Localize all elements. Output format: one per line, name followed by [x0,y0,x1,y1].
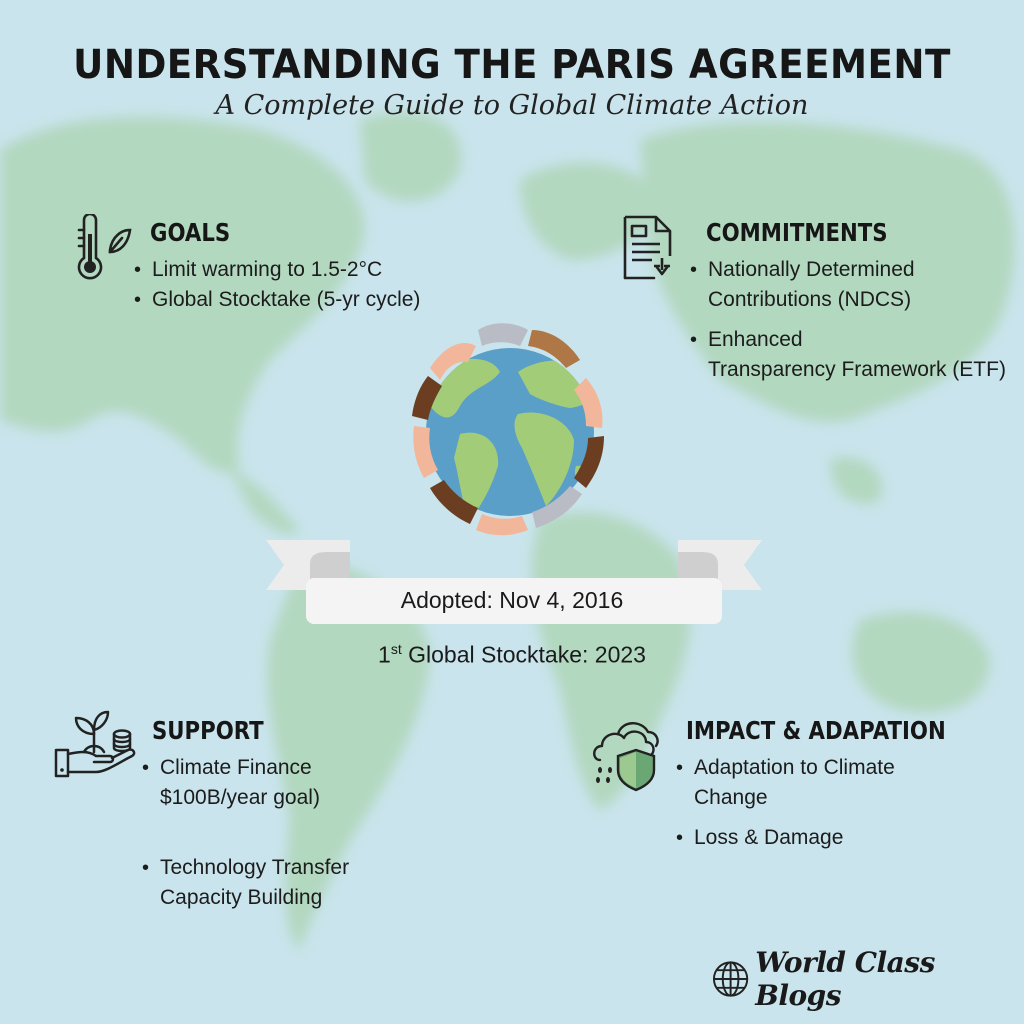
commitments-section: COMMITMENTS Nationally DeterminedContrib… [690,218,1006,385]
thermometer-leaf-icon [77,214,132,280]
brand-name: World Class Blogs [755,946,935,1012]
adopted-date: Adopted: Nov 4, 2016 [400,587,624,613]
support-section: SUPPORT Climate Finance$100B/year goal) … [142,716,349,913]
support-list: Climate Finance$100B/year goal) Technolo… [138,753,349,913]
goals-list: Limit warming to 1.5-2°C Global Stocktak… [130,255,420,315]
globe-with-hands-icon [412,323,604,536]
brand-logo[interactable]: World Class Blogs [712,946,1024,1012]
cloud-rain-shield-icon [593,722,659,792]
goals-item: Global Stocktake (5-yr cycle) [130,285,420,315]
support-heading: SUPPORT [152,716,264,745]
goals-heading: GOALS [150,218,231,247]
support-item: Climate Finance$100B/year goal) [138,753,349,813]
impact-heading: IMPACT & ADAPATION [686,716,946,745]
impact-section: IMPACT & ADAPATION Adaptation to Climate… [676,716,992,853]
commitments-heading: COMMITMENTS [706,218,888,247]
goals-item: Limit warming to 1.5-2°C [130,255,420,285]
page-title: UNDERSTANDING THE PARIS AGREEMENT [73,42,951,88]
globe-icon [712,961,749,997]
page-subtitle: A Complete Guide to Global Climate Actio… [215,90,809,121]
impact-item: Loss & Damage [672,823,992,853]
hand-plant-coins-icon [54,710,136,778]
adopted-ribbon [266,540,762,624]
document-download-icon [623,215,672,280]
first-stocktake: 1st Global Stocktake: 2023 [378,641,646,668]
goals-section: GOALS Limit warming to 1.5-2°C Global St… [134,218,420,315]
